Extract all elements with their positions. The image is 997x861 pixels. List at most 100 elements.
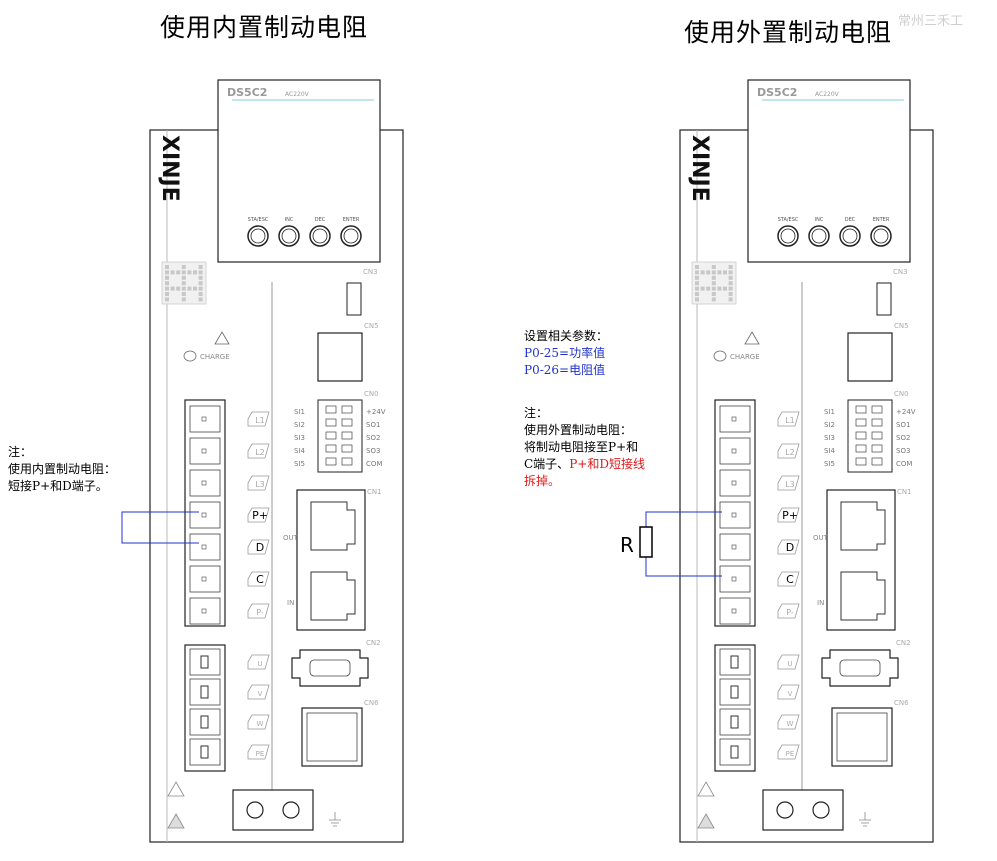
terminal-screw <box>731 512 737 518</box>
cn0-right-label: SO1 <box>896 421 910 429</box>
motor-tag <box>247 714 270 730</box>
right-note-line2: 使用外置制动电阻： <box>524 423 633 437</box>
terminal-tag <box>777 571 800 587</box>
param-p0-25: P0-25=功率值 <box>524 346 606 360</box>
cn0-pin <box>341 444 353 453</box>
qr-cell <box>723 286 727 291</box>
button-label: INC <box>285 217 294 223</box>
qr-cell <box>728 297 733 302</box>
rj45-socket <box>840 501 886 551</box>
cn6-label: CN6 <box>894 699 909 707</box>
button-ring <box>873 228 889 244</box>
cn0-pin <box>855 457 867 466</box>
cn0-pin <box>871 457 883 466</box>
cn0-pin <box>341 457 353 466</box>
motor-label-v: V <box>258 690 263 698</box>
qr-cell <box>170 270 175 275</box>
cn0-left-label: SI2 <box>294 421 305 429</box>
qr-cell <box>728 286 733 291</box>
motor-screw <box>730 655 739 669</box>
ground-screw-right <box>812 801 830 819</box>
motor-tag <box>777 714 800 730</box>
button-ring <box>780 228 796 244</box>
cn0-right-label: COM <box>896 460 912 468</box>
qr-cell <box>198 265 203 269</box>
button-ring <box>250 228 266 244</box>
cn2-label: CN2 <box>896 639 911 647</box>
qr-cell <box>170 286 175 291</box>
qr-cell <box>695 275 699 280</box>
right-note-line3: 将制动电阻接至P+和 <box>524 440 639 454</box>
qr-cell <box>165 281 169 286</box>
qr-cell <box>198 281 203 286</box>
watermark-text: 常州三禾工 <box>898 14 964 29</box>
qr-cell <box>187 270 192 275</box>
qr-cell <box>165 292 169 296</box>
cn6-inner <box>836 712 888 762</box>
title-internal-resistor: 使用内置制动电阻 <box>160 13 369 42</box>
qr-cell <box>711 281 716 286</box>
qr-cell <box>198 297 203 302</box>
warning-icon <box>167 781 185 797</box>
rj45-socket <box>840 571 886 621</box>
cn0-label: CN0 <box>364 390 379 398</box>
right-note-line4-b: P+和D短接线 <box>569 457 645 471</box>
motor-label-u: U <box>257 660 262 668</box>
param-p0-26: P0-26=电阻值 <box>524 363 606 377</box>
cn2-label: CN2 <box>366 639 381 647</box>
cn5-port <box>847 332 893 382</box>
qr-cell <box>728 265 733 269</box>
terminal-screw <box>201 448 207 454</box>
qr-cell <box>165 275 169 280</box>
button-label: DEC <box>315 217 326 223</box>
cn0-left-label: SI3 <box>294 434 305 442</box>
terminal-screw <box>731 608 737 614</box>
shock-warning-icon <box>167 813 185 829</box>
resistor-wire-c <box>645 557 722 577</box>
cn0-left-label: SI1 <box>294 408 305 416</box>
button-label: STA/ESC <box>248 217 269 223</box>
cn1-in-label: IN <box>817 599 824 607</box>
cn0-left-label: SI4 <box>824 447 836 455</box>
cn0-right-label: SO2 <box>896 434 910 442</box>
qr-cell <box>711 275 716 280</box>
cn0-pin <box>855 444 867 453</box>
cn0-pin <box>341 405 353 414</box>
warning-icon <box>697 781 715 797</box>
cn2-inner <box>839 659 881 677</box>
button-label: ENTER <box>343 217 360 223</box>
qr-cell <box>181 270 186 275</box>
cn0-pin <box>325 405 337 414</box>
qr-cell <box>717 270 722 275</box>
cn5-label: CN5 <box>894 322 909 330</box>
motor-label-w: W <box>787 720 794 728</box>
ground-plate <box>232 789 314 831</box>
terminal-tag <box>247 539 270 555</box>
motor-label-pe: PE <box>786 750 795 758</box>
charge-led <box>713 350 727 362</box>
cn6-label: CN6 <box>364 699 379 707</box>
qr-cell <box>187 286 192 291</box>
qr-cell <box>711 297 716 302</box>
terminal-label-l1: L1 <box>255 416 265 425</box>
cn0-left-label: SI4 <box>294 447 306 455</box>
qr-cell <box>723 270 727 275</box>
motor-screw <box>730 715 739 729</box>
terminal-tag <box>777 507 800 523</box>
terminal-tag <box>777 539 800 555</box>
right-note-line4-a: C端子、 <box>524 457 570 471</box>
cn6-inner <box>306 712 358 762</box>
cn0-right-label: SO1 <box>366 421 380 429</box>
qr-cell <box>198 292 203 296</box>
cn5-port <box>317 332 363 382</box>
terminal-label-l3: L3 <box>785 480 795 489</box>
terminal-tag <box>247 443 270 459</box>
cn0-pin <box>871 444 883 453</box>
qr-cell <box>165 297 169 302</box>
cn0-right-label: +24V <box>366 408 386 416</box>
motor-label-w: W <box>257 720 264 728</box>
warning-triangle-icon <box>744 331 760 345</box>
terminal-screw <box>731 480 737 486</box>
